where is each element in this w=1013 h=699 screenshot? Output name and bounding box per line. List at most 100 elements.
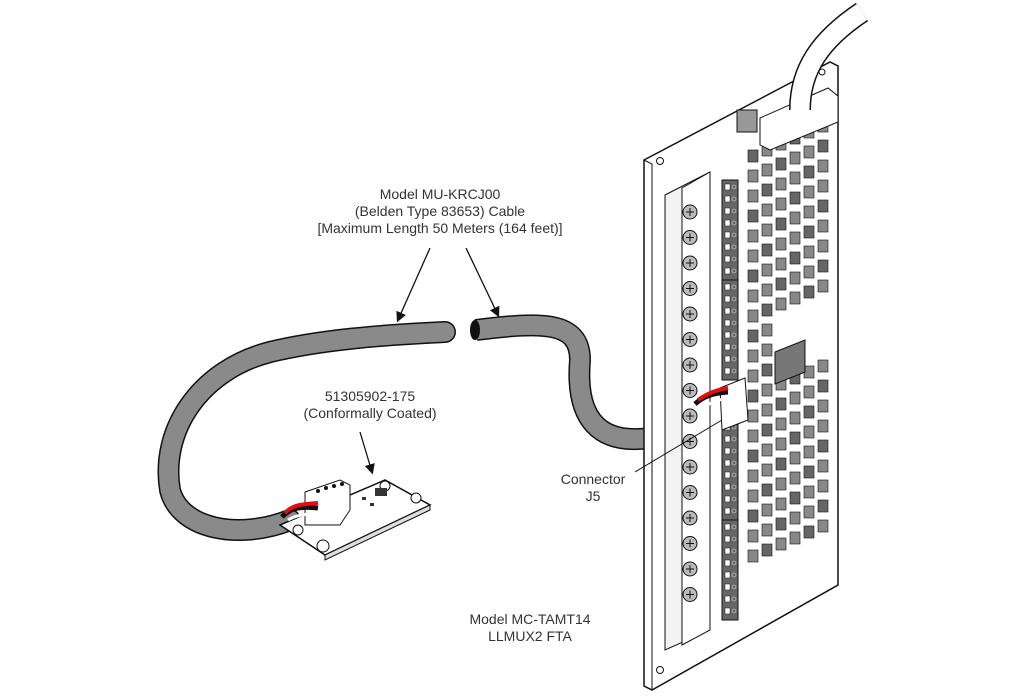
component: [761, 403, 773, 417]
component: [817, 239, 829, 253]
component: [803, 465, 815, 479]
component: [761, 543, 773, 557]
component: [747, 529, 759, 543]
fta-label: Model MC-TAMT14 LLMUX2 FTA: [450, 611, 610, 645]
callout-arrow-cable-right: [465, 247, 500, 318]
remote-board: [278, 479, 432, 561]
component: [747, 469, 759, 483]
component: [775, 237, 787, 251]
component: [817, 379, 829, 393]
remote-board-label: 51305902-175 (Conformally Coated): [280, 388, 460, 422]
cable-left: [157, 321, 456, 541]
component: [761, 463, 773, 477]
screw-column: [682, 204, 698, 602]
component: [747, 409, 759, 423]
component: [817, 419, 829, 433]
component: [775, 517, 787, 531]
component: [761, 283, 773, 297]
ic-chip: [774, 339, 806, 385]
component: [747, 349, 759, 363]
component: [789, 391, 801, 405]
callout-arrow-remote-board: [359, 431, 375, 475]
terminal-block: [721, 519, 739, 621]
remote-board-label-line2: (Conformally Coated): [303, 405, 437, 421]
component: [747, 449, 759, 463]
component: [775, 497, 787, 511]
component: [747, 309, 759, 323]
component: [789, 271, 801, 285]
component: [747, 429, 759, 443]
component: [747, 169, 759, 183]
component: [817, 199, 829, 213]
cable-label-line2: (Belden Type 83653) Cable: [354, 203, 526, 219]
cable-label-line3: [Maximum Length 50 Meters (164 feet)]: [317, 220, 563, 236]
component: [747, 329, 759, 343]
component: [775, 297, 787, 311]
component: [803, 245, 815, 259]
component: [803, 505, 815, 519]
terminal-block: [721, 279, 739, 381]
component: [747, 229, 759, 243]
component: [803, 525, 815, 539]
fta-label-line2: LLMUX2 FTA: [488, 628, 572, 644]
component: [817, 279, 829, 293]
component: [817, 459, 829, 473]
component: [775, 437, 787, 451]
cable-label: Model MU-KRCJ00 (Belden Type 83653) Cabl…: [290, 186, 590, 237]
component-array: [747, 119, 829, 563]
component: [789, 231, 801, 245]
component: [817, 159, 829, 173]
component: [775, 417, 787, 431]
component: [817, 219, 829, 233]
component: [817, 259, 829, 273]
component: [775, 277, 787, 291]
component: [775, 537, 787, 551]
component: [789, 251, 801, 265]
terminal-strips: [721, 179, 739, 621]
callout-line-j5: [634, 419, 723, 473]
component: [747, 509, 759, 523]
component: [775, 457, 787, 471]
component: [761, 183, 773, 197]
component: [789, 451, 801, 465]
component: [803, 385, 815, 399]
component: [747, 209, 759, 223]
component: [761, 203, 773, 217]
connector-label-line1: Connector: [560, 471, 626, 487]
mount-hole: [410, 492, 422, 504]
component: [817, 179, 829, 193]
component: [775, 257, 787, 271]
component: [761, 323, 773, 337]
power-connector: [759, 87, 839, 151]
component: [747, 149, 759, 163]
component: [775, 477, 787, 491]
component: [775, 217, 787, 231]
component: [803, 285, 815, 299]
mount-hole: [292, 524, 304, 536]
component: [747, 549, 759, 563]
component: [761, 303, 773, 317]
component: [747, 389, 759, 403]
component: [761, 423, 773, 437]
component: [747, 189, 759, 203]
component: [803, 265, 815, 279]
component: [803, 445, 815, 459]
component: [817, 519, 829, 533]
callout-arrow-cable-left: [396, 247, 431, 323]
component: [789, 531, 801, 545]
component: [761, 343, 773, 357]
component: [817, 399, 829, 413]
component: [761, 363, 773, 377]
component: [761, 483, 773, 497]
component: [817, 139, 829, 153]
mount-hole: [316, 539, 330, 553]
component: [789, 171, 801, 185]
component: [789, 291, 801, 305]
component: [817, 499, 829, 513]
component: [747, 269, 759, 283]
component: [817, 479, 829, 493]
connector-label-line2: J5: [585, 488, 601, 504]
component: [761, 523, 773, 537]
